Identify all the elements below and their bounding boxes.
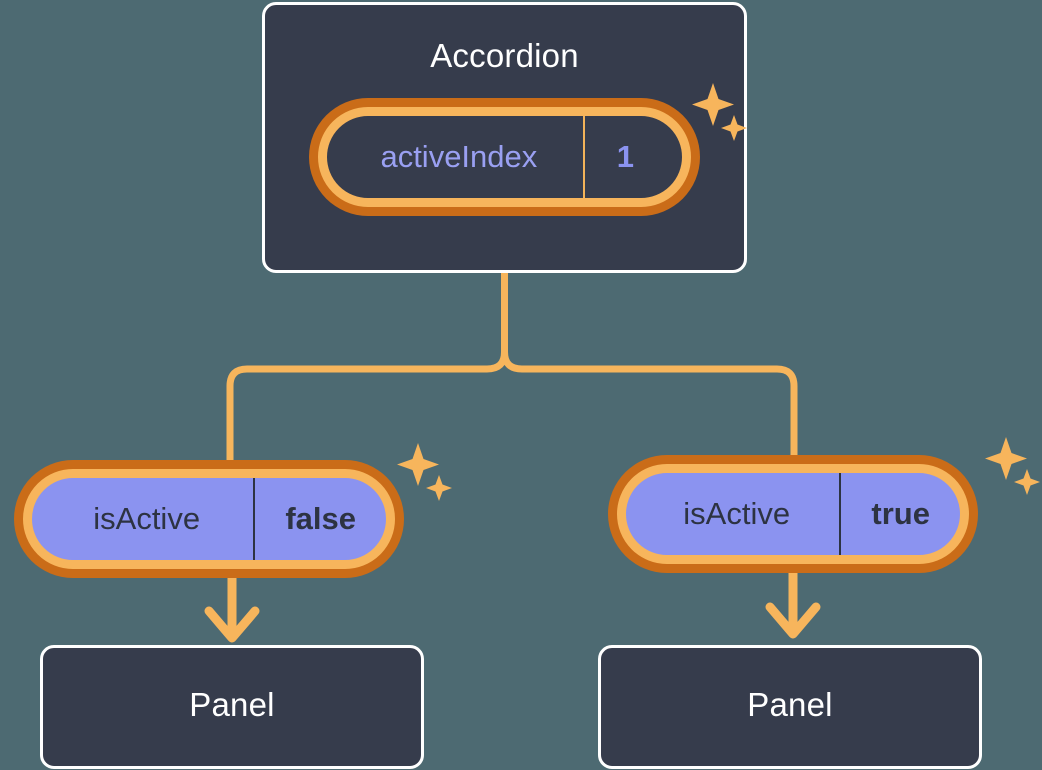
sparkle-icon-right	[985, 437, 1040, 495]
state-value-label: false	[253, 478, 386, 560]
state-pill-is-active-right[interactable]: isActive true	[617, 464, 969, 564]
state-value-label: true	[839, 473, 960, 555]
state-value-label: 1	[582, 116, 682, 198]
panel-component-node-right[interactable]: Panel	[598, 645, 982, 769]
sparkle-small-icon	[426, 475, 452, 501]
state-key-label: isActive	[93, 501, 201, 536]
connector-branch-right	[501, 348, 798, 470]
accordion-title: Accordion	[430, 37, 579, 74]
panel-title: Panel	[189, 686, 275, 723]
panel-component-node-left[interactable]: Panel	[40, 645, 424, 769]
arrow-down-icon-right	[765, 573, 821, 639]
state-key-label: activeIndex	[380, 139, 538, 174]
sparkle-icon-left	[397, 443, 452, 501]
sparkle-small-icon	[1014, 469, 1040, 495]
state-key-label: isActive	[683, 496, 791, 531]
arrow-down-icon-left	[204, 578, 260, 643]
state-pill-active-index[interactable]: activeIndex 1	[318, 107, 691, 207]
sparkle-large-icon	[985, 437, 1027, 480]
panel-title: Panel	[747, 686, 833, 723]
connector-branch-left	[226, 348, 508, 474]
sparkle-large-icon	[397, 443, 439, 486]
state-pill-is-active-left[interactable]: isActive false	[23, 469, 395, 569]
